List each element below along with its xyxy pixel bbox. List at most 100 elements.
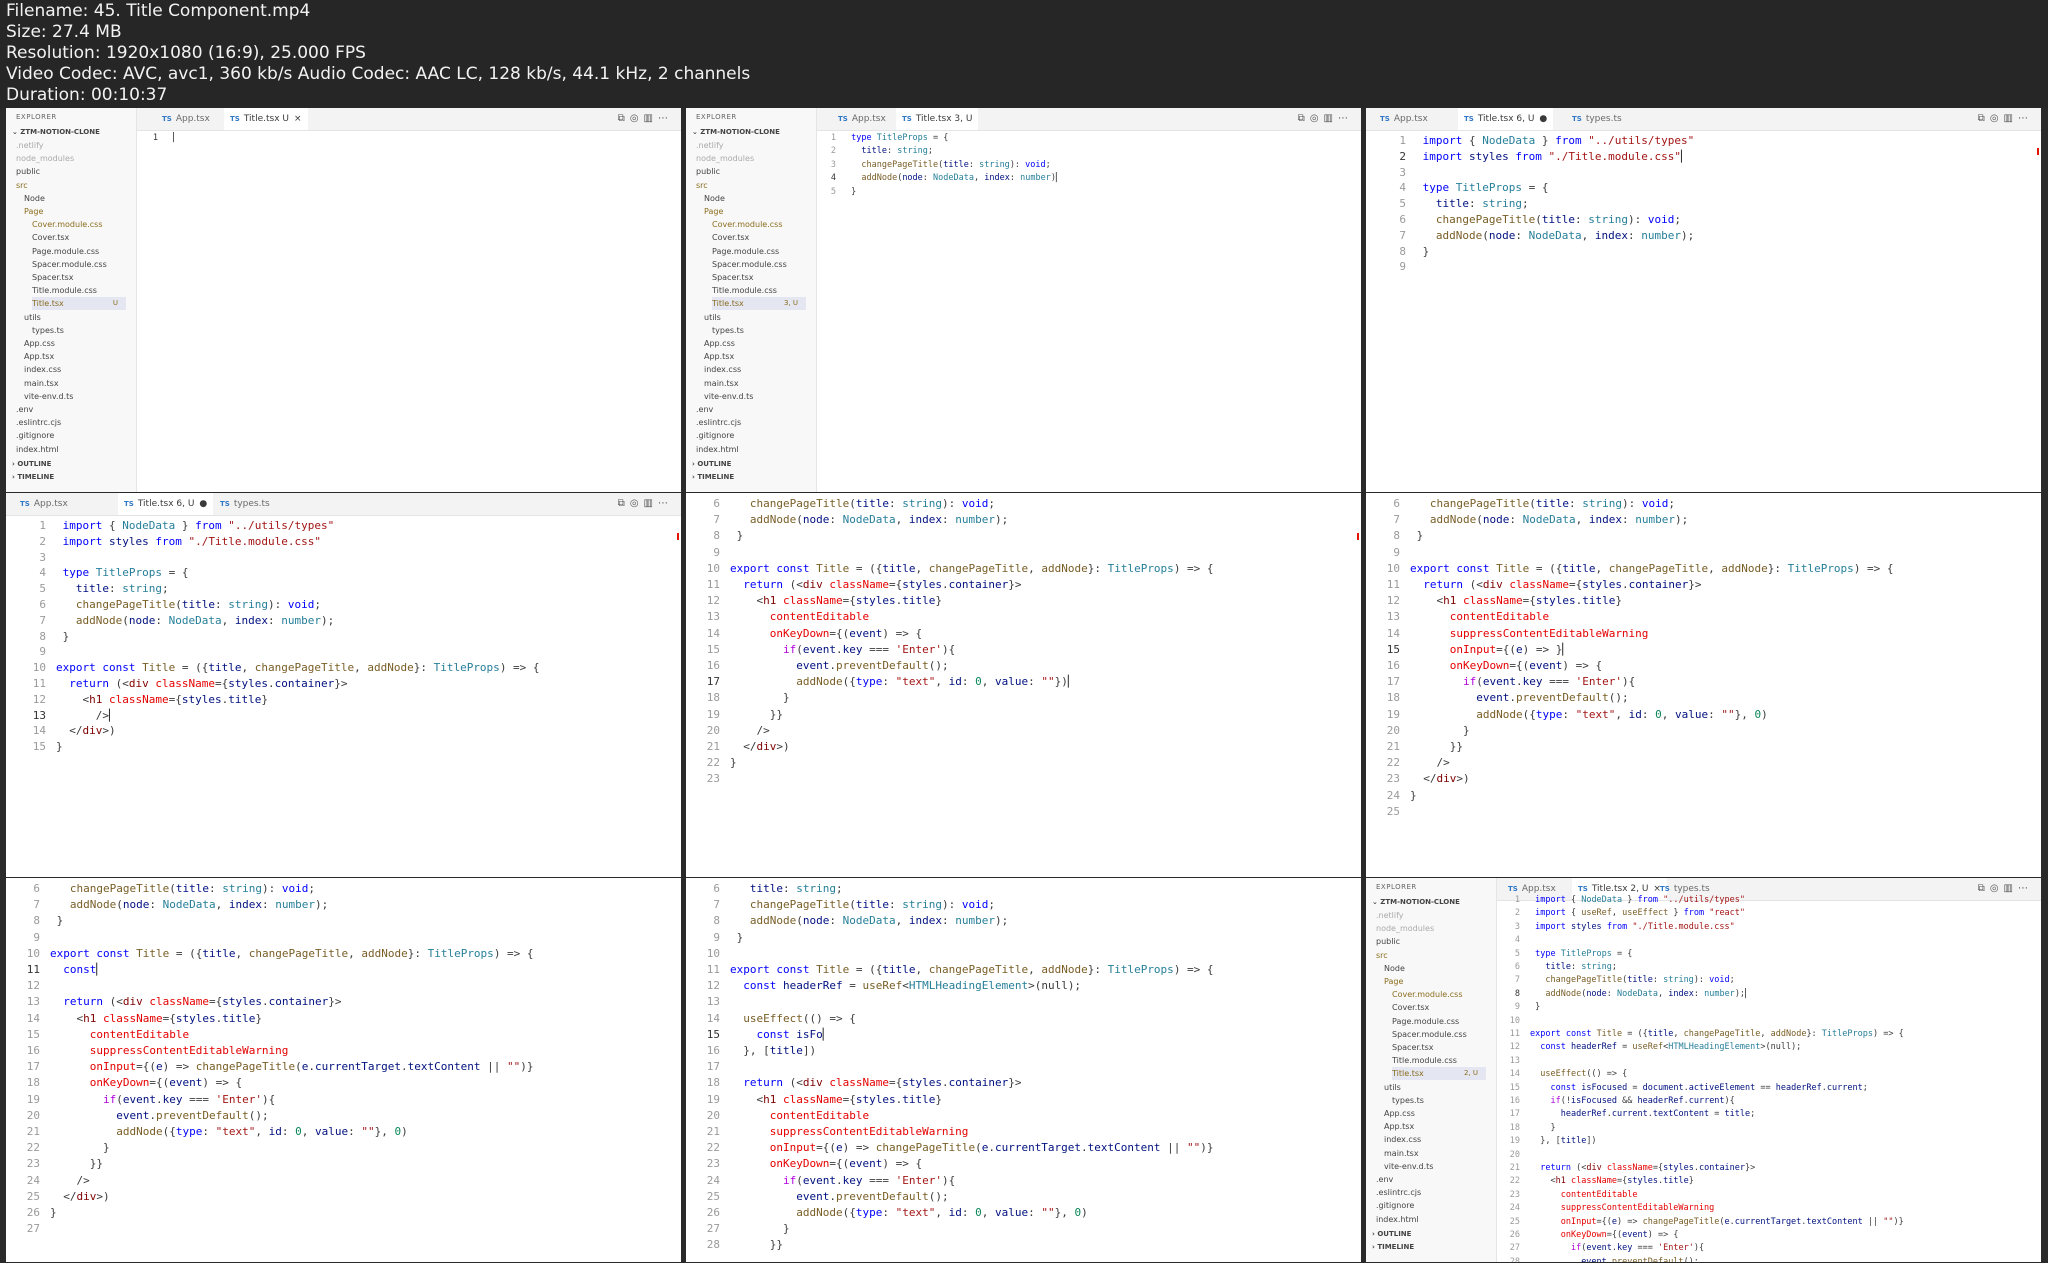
file-tree-item[interactable]: .netlify (696, 141, 724, 150)
file-tree-item[interactable]: .gitignore (1376, 1201, 1415, 1211)
file-tree-item[interactable]: node_modules (16, 154, 75, 164)
file-tree-item[interactable]: src (696, 180, 708, 190)
file-tree-item[interactable]: .netlify (16, 141, 44, 150)
file-tree-item[interactable]: index.css (24, 365, 62, 375)
editor-actions[interactable]: ⧉◎▥⋯ (1298, 108, 1353, 130)
search-icon[interactable]: ◎ (1309, 113, 1324, 124)
project-root[interactable]: ⌄ ZTM-NOTION-CLONE (692, 128, 780, 136)
code-editor[interactable]: 1 ▏ (146, 132, 673, 492)
split-editor-icon[interactable]: ⧉ (1297, 113, 1310, 124)
file-tree-item[interactable]: Node (24, 193, 45, 203)
file-tree-item[interactable]: .netlify (1376, 911, 1404, 920)
file-tree-item[interactable]: Spacer.tsx (1392, 1043, 1434, 1052)
more-icon[interactable]: ⋯ (658, 498, 673, 509)
file-tree-item[interactable]: src (16, 180, 28, 190)
file-tree-item[interactable]: public (696, 167, 721, 177)
file-tree-item[interactable]: Cover.module.css (32, 220, 103, 230)
more-icon[interactable]: ⋯ (2018, 113, 2033, 124)
code-editor[interactable]: 6 changePageTitle(title: string): void;7… (1374, 496, 2033, 877)
project-root[interactable]: ⌄ ZTM-NOTION-CLONE (1372, 898, 1460, 906)
outline-section[interactable]: › OUTLINE (1372, 1229, 1412, 1238)
split-editor-icon[interactable]: ⧉ (1977, 883, 1990, 894)
file-tree-item[interactable]: Page (704, 207, 724, 216)
timeline-section[interactable]: › TIMELINE (692, 473, 735, 481)
code-editor[interactable]: 1 type TitleProps = {2 title: string;3 c… (822, 132, 1353, 492)
file-tree-item[interactable]: node_modules (696, 154, 755, 164)
code-editor[interactable]: 6 changePageTitle(title: string): void;7… (14, 881, 673, 1262)
file-tree-item[interactable]: Page.module.css (712, 246, 780, 256)
file-tree-item[interactable]: App.tsx (1384, 1122, 1415, 1132)
file-tree-item[interactable]: Spacer.tsx (712, 273, 754, 282)
file-tree-item[interactable]: Title.module.css (1392, 1056, 1457, 1066)
file-tree-item[interactable]: App.tsx (704, 352, 735, 362)
file-tree-item[interactable]: .gitignore (16, 431, 55, 441)
search-icon[interactable]: ◎ (1989, 113, 2004, 124)
file-tree-item[interactable]: main.tsx (1384, 1148, 1419, 1158)
search-icon[interactable]: ◎ (629, 498, 644, 509)
split-editor-icon[interactable]: ⧉ (617, 498, 630, 509)
file-tree-item[interactable]: index.html (16, 444, 59, 454)
file-tree-item[interactable]: node_modules (1376, 924, 1435, 934)
file-tree-item[interactable]: Title.module.css (32, 286, 97, 296)
file-tree-item[interactable]: Spacer.tsx (32, 273, 74, 282)
timeline-section[interactable]: › TIMELINE (12, 473, 55, 481)
file-tree-item[interactable]: utils (24, 312, 41, 322)
editor-actions[interactable]: ⧉◎▥⋯ (1978, 878, 2033, 900)
editor-actions[interactable]: ⧉◎▥⋯ (618, 493, 673, 515)
layout-icon[interactable]: ▥ (2003, 883, 2018, 894)
more-icon[interactable]: ⋯ (658, 113, 673, 124)
file-tree-item[interactable]: Node (1384, 963, 1405, 973)
file-tree-item[interactable]: Spacer.module.css (1392, 1029, 1467, 1039)
file-tree-item[interactable]: Title.module.css (712, 286, 777, 296)
file-tree-item[interactable]: index.html (696, 444, 739, 454)
file-tree-item[interactable]: .eslintrc.cjs (1376, 1188, 1422, 1198)
more-icon[interactable]: ⋯ (1338, 113, 1353, 124)
file-tree-item[interactable]: .eslintrc.cjs (16, 418, 62, 428)
file-tree-item[interactable]: Cover.tsx (1392, 1003, 1430, 1013)
close-icon[interactable]: × (293, 114, 302, 124)
split-editor-icon[interactable]: ⧉ (617, 113, 630, 124)
file-tree-item[interactable]: .gitignore (696, 431, 735, 441)
code-editor[interactable]: 6 title: string;7 changePageTitle(title:… (694, 881, 1353, 1262)
file-tree-item[interactable]: index.html (1376, 1214, 1419, 1224)
file-tree-item[interactable]: public (16, 167, 41, 177)
layout-icon[interactable]: ▥ (1323, 113, 1338, 124)
search-icon[interactable]: ◎ (1989, 883, 2004, 894)
file-tree-item[interactable]: Cover.tsx (32, 233, 70, 243)
code-editor[interactable]: 1 import { NodeData } from "../utils/typ… (18, 518, 673, 877)
file-tree-item[interactable]: Spacer.module.css (32, 259, 107, 269)
file-tree-item[interactable]: App.tsx (24, 352, 55, 362)
layout-icon[interactable]: ▥ (643, 498, 658, 509)
file-tree-item[interactable]: utils (704, 312, 721, 322)
more-icon[interactable]: ⋯ (2018, 883, 2033, 894)
file-tree-item[interactable]: index.css (704, 365, 742, 375)
file-tree-item[interactable]: vite-env.d.ts (1384, 1161, 1434, 1171)
editor-actions[interactable]: ⧉◎▥⋯ (618, 108, 673, 130)
file-tree-item[interactable]: index.css (1384, 1135, 1422, 1145)
code-editor[interactable]: 6 changePageTitle(title: string): void;7… (694, 496, 1353, 877)
file-tree-item[interactable]: types.ts (712, 325, 744, 335)
layout-icon[interactable]: ▥ (643, 113, 658, 124)
file-tree-item[interactable]: main.tsx (704, 378, 739, 388)
file-tree-item[interactable]: Page.module.css (32, 246, 100, 256)
file-tree-item[interactable]: .env (696, 405, 714, 414)
code-editor[interactable]: 1 import { NodeData } from "../utils/typ… (1506, 894, 2033, 1262)
editor-actions[interactable]: ⧉◎▥⋯ (1978, 108, 2033, 130)
outline-section[interactable]: › OUTLINE (692, 459, 732, 468)
file-tree-item[interactable]: src (1376, 950, 1388, 960)
close-icon[interactable]: × (1653, 884, 1661, 894)
timeline-section[interactable]: › TIMELINE (1372, 1243, 1415, 1251)
